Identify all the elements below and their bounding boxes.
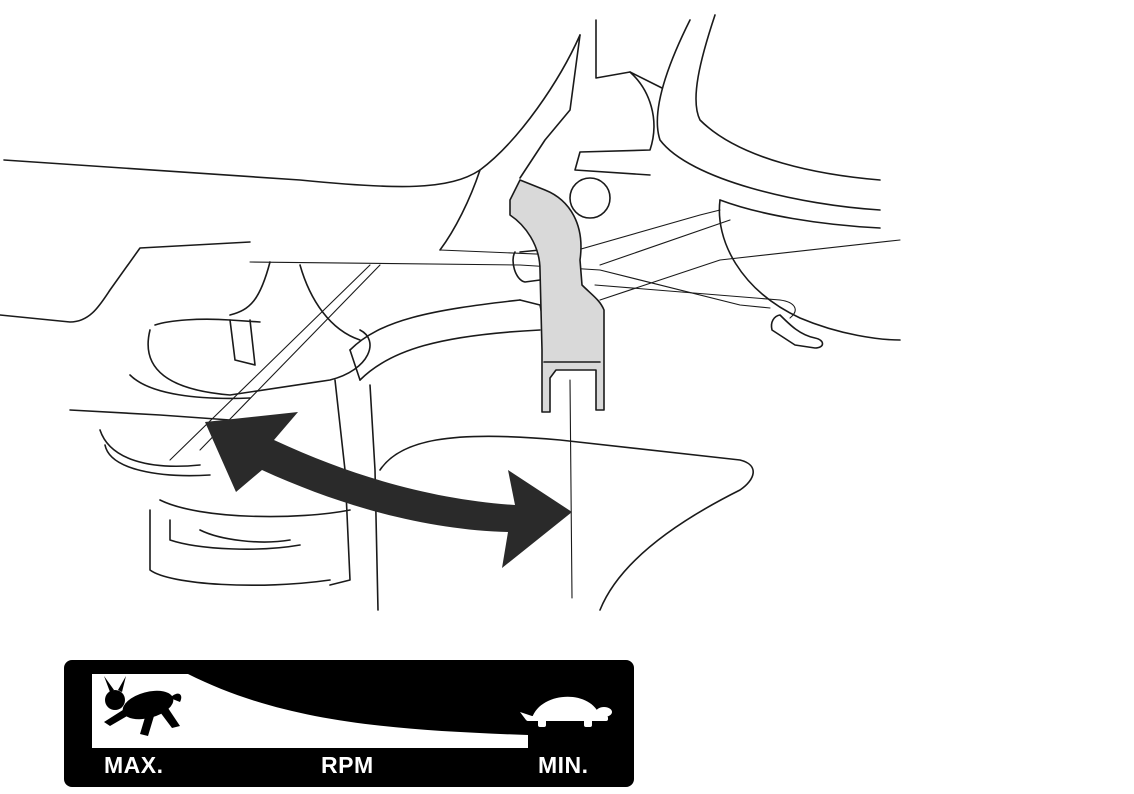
throttle-label	[64, 660, 634, 787]
machine-outline	[0, 14, 901, 611]
rpm-ramp	[92, 674, 528, 748]
throttle-lever	[509, 179, 605, 413]
max-label: MAX.	[104, 752, 164, 778]
rpm-label: RPM	[321, 752, 374, 778]
min-label: MIN.	[538, 752, 589, 778]
double-arrow-icon	[205, 412, 572, 568]
turtle-icon	[520, 696, 612, 727]
rabbit-icon	[104, 676, 182, 736]
